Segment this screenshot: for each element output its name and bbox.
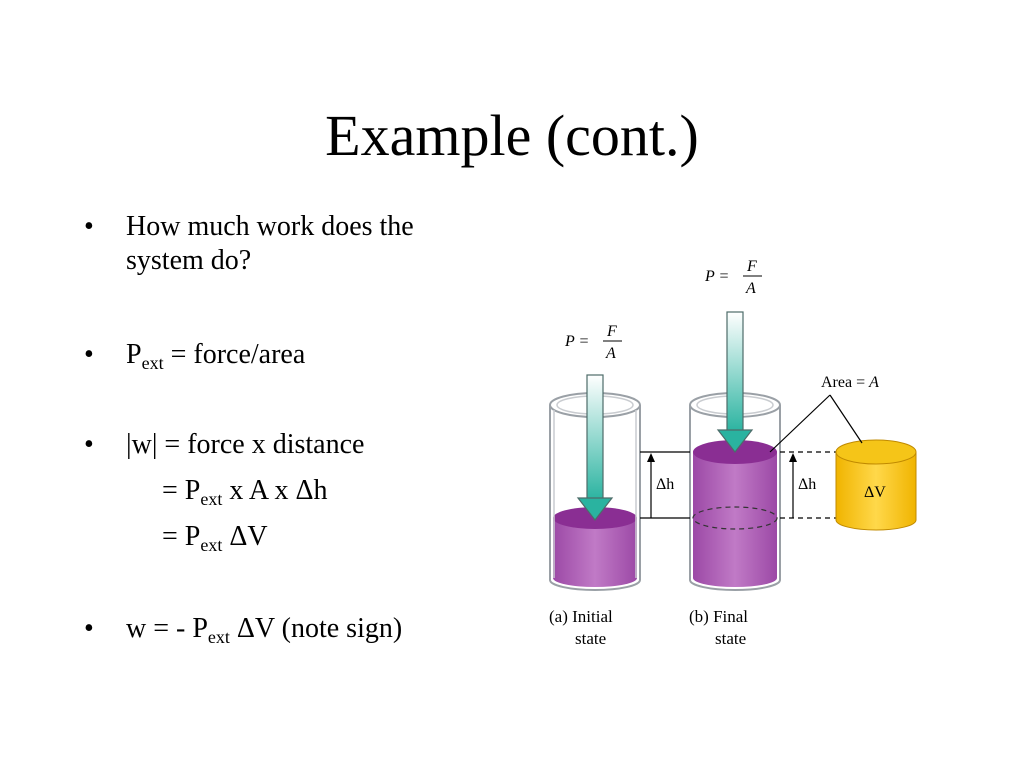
bullet-text: w = - Pext ΔV (note sign) [126, 612, 526, 646]
bullet-dot: • [84, 339, 94, 370]
bullet-text: |w| = force x distance [126, 429, 365, 460]
area-label: Area = A [821, 374, 879, 391]
area-leader-lines [769, 394, 863, 453]
equation-text: = P [162, 521, 201, 552]
equation-text: = P [162, 475, 201, 506]
equation-subscript: ext [200, 489, 223, 509]
volume-cylinder [835, 439, 917, 531]
bullet-dot: • [84, 211, 94, 242]
liquid-final [693, 452, 777, 587]
equation-text: x A x Δh [222, 475, 328, 506]
work-equation-line-3: = Pext ΔV [162, 520, 268, 554]
svg-text:A: A [605, 345, 616, 362]
liquid-initial [553, 518, 637, 587]
pressure-formula-initial: P = F A [564, 323, 622, 362]
pext-subscript: ext [141, 353, 164, 373]
svg-text:P =: P = [704, 268, 729, 285]
delta-v-label: ΔV [864, 484, 886, 501]
cylinder-final [689, 392, 781, 591]
svg-text:P =: P = [564, 333, 589, 350]
bullet-dot: • [84, 429, 94, 460]
pext-definition: = force/area [163, 339, 306, 370]
caption-final-line2: state [715, 629, 746, 648]
equation-text: w = - P [126, 613, 208, 644]
bullet-text: Pext = force/area [126, 338, 526, 372]
pext-symbol: P [126, 339, 142, 370]
caption-final-line1: (b) Final [689, 607, 748, 626]
equation-text: ΔV [222, 521, 268, 552]
bullet-text: How much work does the system do? [126, 210, 526, 278]
equation-subscript: ext [207, 627, 230, 647]
piston-diagram: Δh Δh ΔV Area = A P = F A P = [549, 258, 917, 648]
delta-h-indicator-right [780, 451, 838, 519]
svg-text:A: A [745, 280, 756, 297]
slide-title: Example (cont.) [325, 103, 699, 168]
bullet-text-line: How much work does the [126, 211, 414, 242]
bullet-dot: • [84, 613, 94, 644]
piston-expansion-figure: Δh Δh ΔV Area = A P = F A P = [535, 250, 935, 660]
force-arrow-initial [576, 374, 614, 521]
delta-h-label-left: Δh [656, 476, 674, 493]
caption-initial-line1: (a) Initial [549, 607, 613, 626]
delta-h-label-right: Δh [798, 476, 816, 493]
caption-initial-line2: state [575, 629, 606, 648]
force-arrow-final [716, 311, 754, 453]
delta-h-indicator-left [640, 451, 690, 519]
svg-text:F: F [606, 323, 617, 340]
equation-text: ΔV (note sign) [229, 613, 403, 644]
bullet-text-line: system do? [126, 245, 252, 276]
initial-level-outline [692, 506, 778, 530]
work-equation-line-2: = Pext x A x Δh [162, 474, 328, 508]
equation-subscript: ext [200, 535, 223, 555]
pressure-formula-final: P = F A [704, 258, 762, 297]
svg-text:F: F [746, 258, 757, 275]
